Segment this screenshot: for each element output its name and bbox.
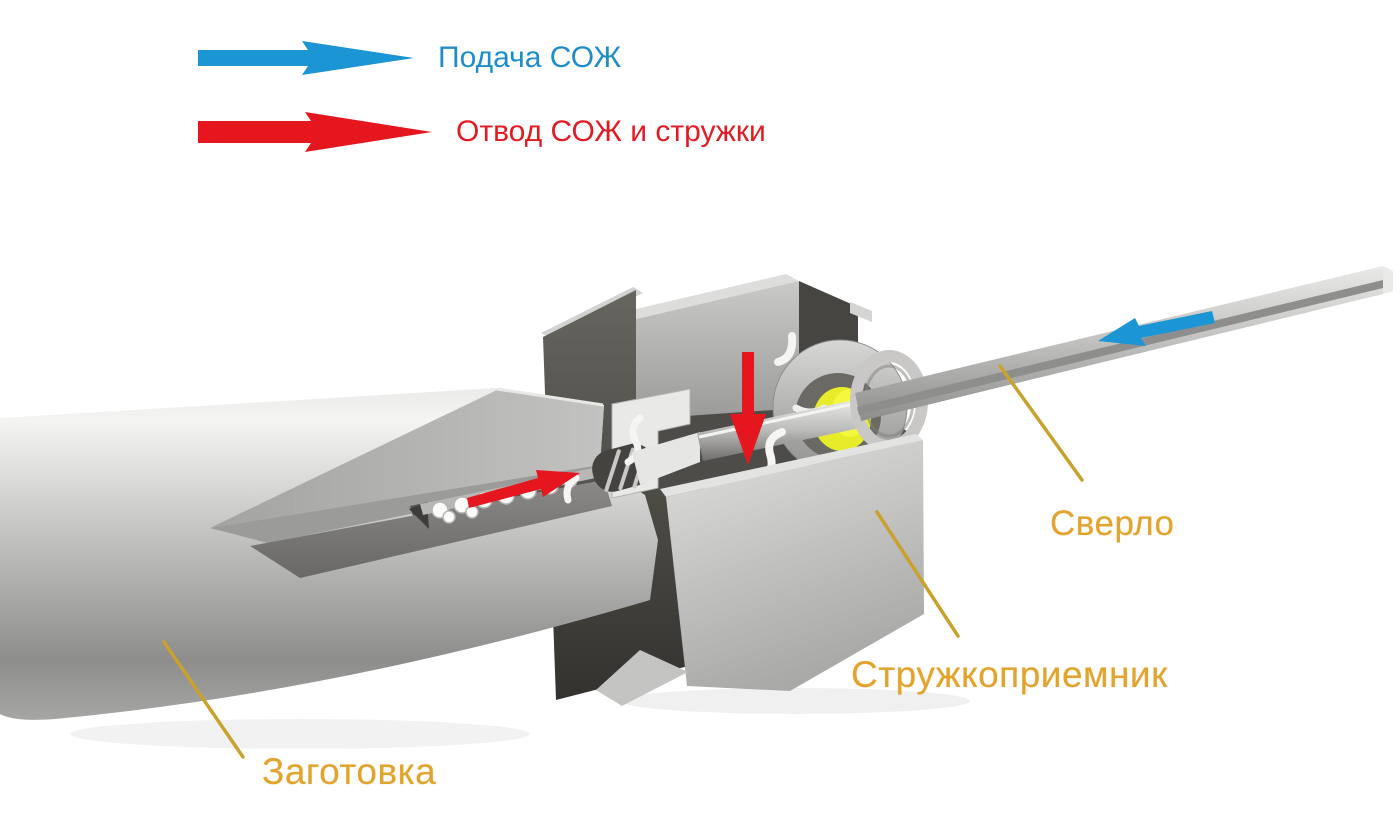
- label-workpiece: Заготовка: [262, 751, 437, 792]
- chip-flow-arrow-icon: [467, 470, 580, 508]
- coolant-flow-arrow-icon: [1098, 311, 1215, 346]
- flow-arrows: [467, 311, 1215, 508]
- legend-item-coolant-supply: Подача СОЖ: [196, 36, 766, 80]
- leader-line-drill: [998, 364, 1084, 482]
- chip-drop-arrow-icon: [730, 352, 766, 465]
- workpiece-bore-shelf: [210, 465, 602, 543]
- ground-shadows: [70, 688, 970, 749]
- leader-line-workpiece: [162, 640, 245, 759]
- label-chip-receiver: Стружкоприемник: [851, 654, 1168, 695]
- workpiece-section-top-edge: [496, 387, 604, 407]
- drill-assembly: [563, 266, 1393, 616]
- label-drill: Сверло: [1050, 504, 1175, 543]
- box-right-end-rim: [850, 302, 872, 322]
- workpiece-section-wall: [210, 390, 604, 528]
- drill-body-highlight: [698, 401, 859, 439]
- leader-lines: [162, 364, 1084, 759]
- chip-curl: [774, 332, 797, 366]
- chip-receiver-box-front: [596, 434, 924, 706]
- drill-shaft-end: [1383, 266, 1393, 294]
- drill-cone: [632, 432, 700, 485]
- legend-label-chip-return: Отвод СОЖ и стружки: [456, 115, 766, 148]
- workpiece-bore-lip: [250, 480, 612, 578]
- legend-label-coolant-supply: Подача СОЖ: [438, 41, 622, 74]
- drill-shaft-groove: [857, 280, 1383, 415]
- box-front-wall: [666, 440, 924, 691]
- leader-line-chip-receiver: [875, 510, 960, 638]
- box-front-top-rim: [660, 434, 923, 497]
- arrow-right-icon: [198, 41, 414, 75]
- legend-item-chip-return: Отвод СОЖ и стружки: [196, 110, 766, 154]
- arrow-right-icon: [198, 112, 432, 152]
- drill-shaft: [855, 266, 1383, 421]
- legend: Подача СОЖ Отвод СОЖ и стружки: [196, 36, 766, 184]
- box-floor-wedge: [596, 650, 688, 706]
- chip-curl: [563, 474, 580, 504]
